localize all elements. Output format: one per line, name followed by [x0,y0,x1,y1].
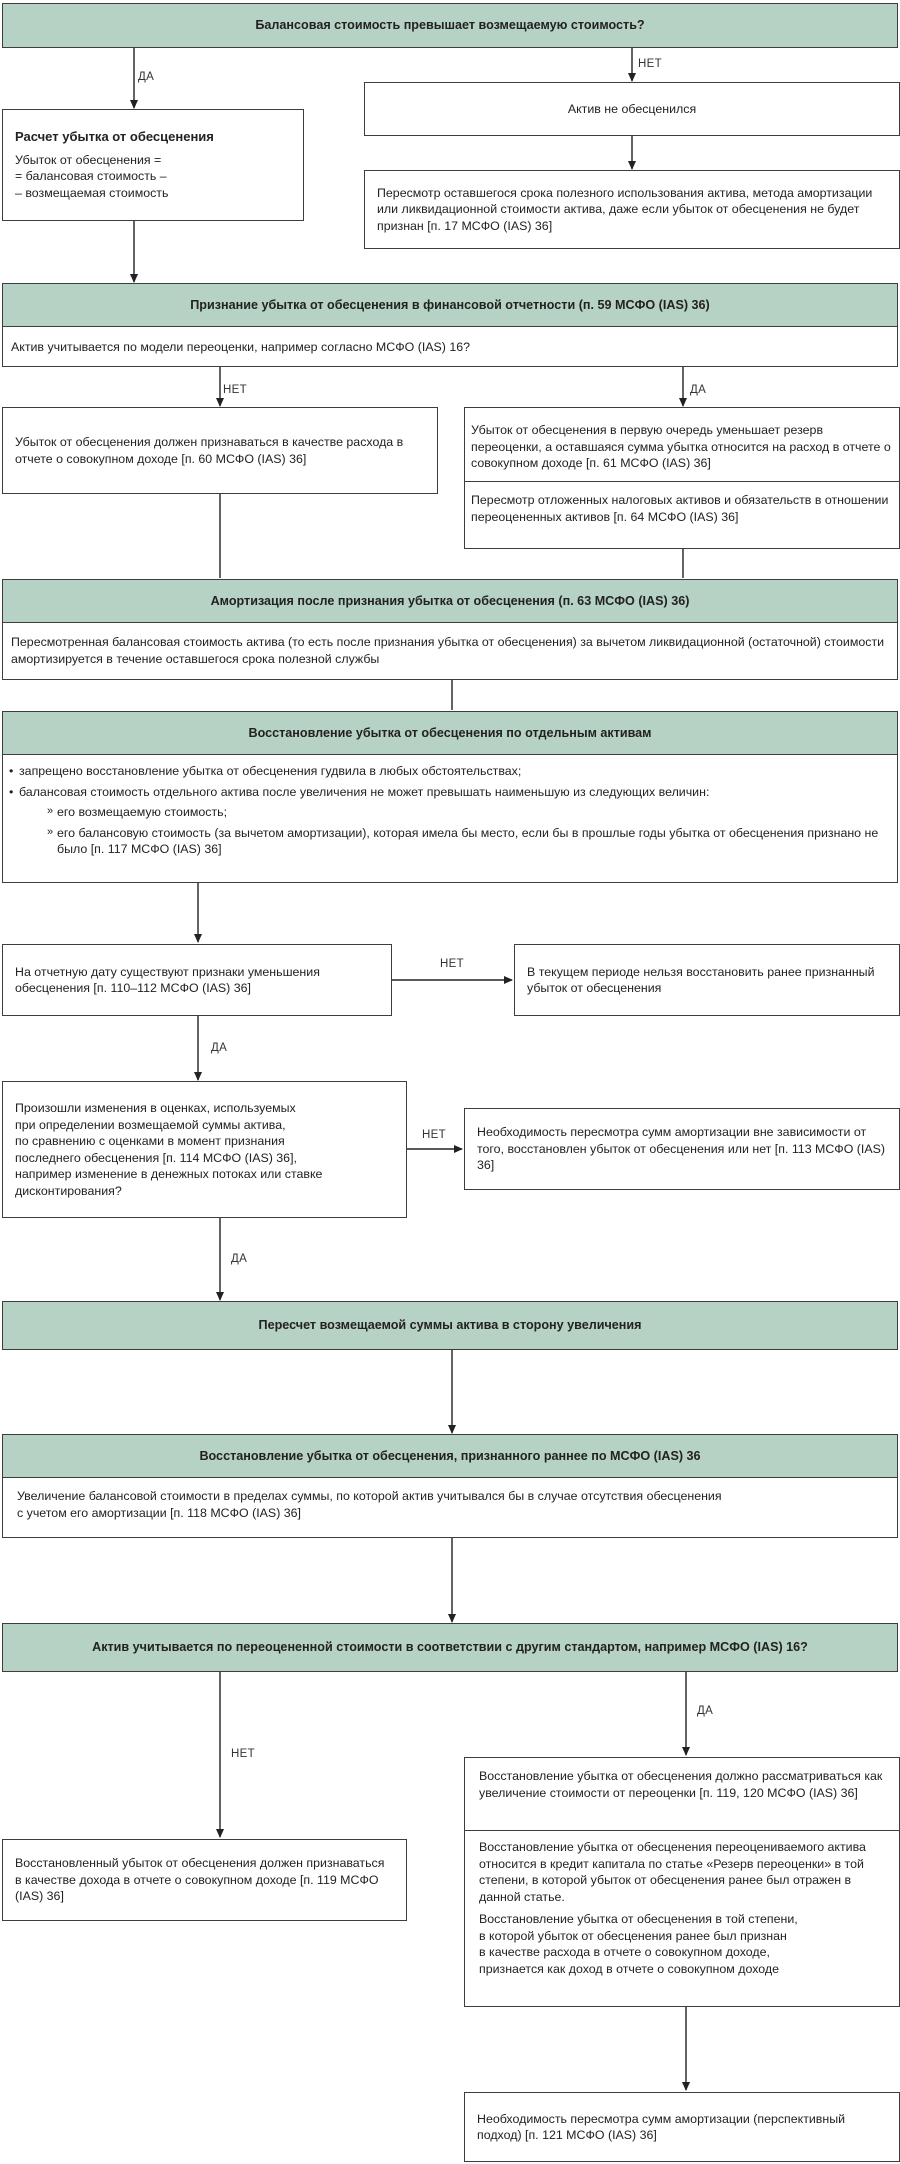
review-amortization-box: Необходимость пересмотра сумм амортизаци… [464,1108,900,1190]
reversal-recognized-box: Восстановление убытка от обесценения, пр… [2,1434,898,1538]
no-label: НЕТ [422,1129,446,1141]
amortization-after-box: Амортизация после признания убытка от об… [2,579,898,680]
revaluation-model-question: Актив учитывается по модели переоценки, … [11,340,471,354]
revaluation-reserve-text: Убыток от обесценения в первую очередь у… [471,423,891,470]
question-impairment: Балансовая стоимость превышает возмещаем… [2,3,898,48]
recognition-title: Признание убытка от обесценения в финанс… [3,284,897,327]
loss-revaluation-box: Убыток от обесценения в первую очередь у… [464,407,900,549]
yes-label: ДА [690,384,707,396]
carrying-amount-text: балансовая стоимость отдельного актива п… [19,784,710,799]
indicators-box: На отчетную дату существуют признаки уме… [2,944,392,1016]
impairment-loss-calculation-box: Расчет убытка от обесценения Убыток от о… [2,109,304,221]
goodwill-bullet: запрещено восстановление убытка от обесц… [9,763,887,780]
reversal-individual-title: Восстановление убытка от обесценения по … [3,712,897,755]
reversal-as-income-text: Восстановление убытка от обесценения в т… [479,1912,798,1976]
reversal-recognized-title: Восстановление убытка от обесценения, пр… [3,1435,897,1478]
no-label: НЕТ [231,1748,255,1760]
yes-label: ДА [211,1042,228,1054]
revaluation-increase-text: Восстановление убытка от обесценения дол… [479,1769,883,1800]
amortization-after-title: Амортизация после признания убытка от об… [3,580,897,623]
review-amortization-prospective-box: Необходимость пересмотра сумм амортизаци… [464,2092,900,2162]
amortization-after-text: Пересмотренная балансовая стоимость акти… [11,635,885,666]
calculation-title: Расчет убытка от обесценения [15,129,214,144]
recognition-box: Признание убытка от обесценения в финанс… [2,283,898,367]
loss-as-expense-box: Убыток от обесценения должен признаватьс… [2,407,438,494]
recalculation-box: Пересчет возмещаемой суммы актива в стор… [2,1301,898,1350]
review-useful-life-box: Пересмотр оставшегося срока полезного ис… [364,170,900,249]
yes-label: ДА [231,1253,248,1265]
no-label: НЕТ [223,384,247,396]
yes-label: ДА [697,1705,714,1717]
no-label: НЕТ [638,58,662,70]
revaluation-reserve-credit-text: Восстановление убытка от обесценения пер… [465,1830,899,1905]
asset-not-impaired-box: Актив не обесценился [364,82,900,136]
yes-label: ДА [138,71,155,83]
reversal-income-box: Восстановленный убыток от обесценения до… [2,1839,407,1921]
calculation-formula: Убыток от обесценения = = балансовая сто… [15,152,169,200]
no-reversal-box: В текущем периоде нельзя восстановить ра… [514,944,900,1016]
revaluation-reversal-box: Восстановление убытка от обесценения дол… [464,1757,900,2007]
deferred-tax-review-text: Пересмотр отложенных налоговых активов и… [465,481,899,525]
carrying-amount-bullet: балансовая стоимость отдельного актива п… [9,784,887,858]
carrying-amount-subitem: его балансовую стоимость (за вычетом амо… [47,824,887,858]
no-label: НЕТ [440,958,464,970]
reversal-recognized-text: Увеличение балансовой стоимости в предел… [17,1489,722,1520]
reversal-individual-box: Восстановление убытка от обесценения по … [2,711,898,883]
question-revalued: Актив учитывается по переоцененной стоим… [2,1623,898,1672]
estimates-changed-box: Произошли изменения в оценках, используе… [2,1081,407,1218]
recoverable-amount-subitem: его возмещаемую стоимость; [47,803,887,821]
